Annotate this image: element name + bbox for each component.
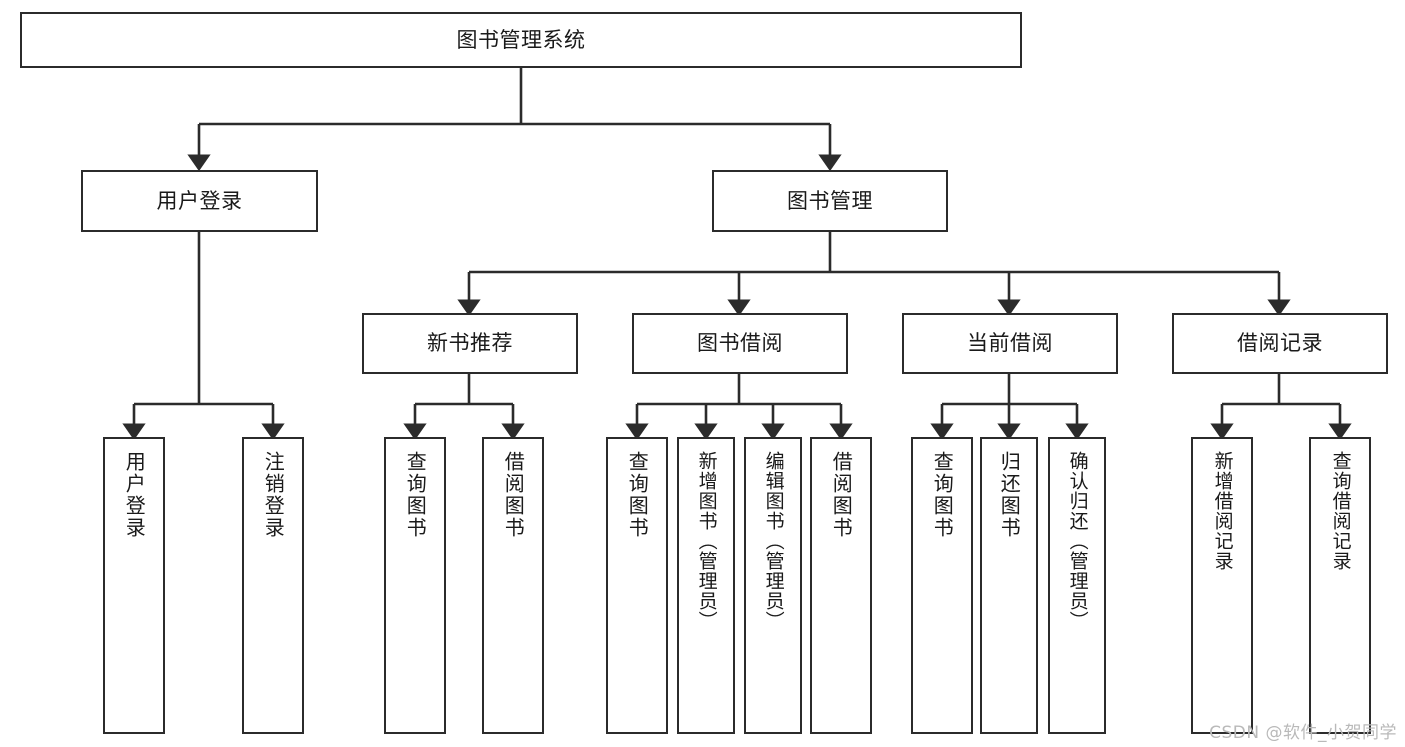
leaf-borrow-add-book-admin[interactable]: 新增图书（管理员） bbox=[677, 437, 735, 734]
watermark-text: CSDN @软件_小贺同学 bbox=[1209, 723, 1397, 743]
leaf-current-return-book[interactable]: 归还图书 bbox=[980, 437, 1038, 734]
leaf-recommend-borrow-book[interactable]: 借阅图书 bbox=[482, 437, 544, 734]
leaf-record-query-record[interactable]: 查询借阅记录 bbox=[1309, 437, 1371, 734]
node-label: 图书管理 bbox=[787, 188, 873, 213]
node-borrow-record[interactable]: 借阅记录 bbox=[1172, 313, 1388, 374]
node-new-book-recommend[interactable]: 新书推荐 bbox=[362, 313, 578, 374]
leaf-user-login-login[interactable]: 用户登录 bbox=[103, 437, 165, 734]
node-label: 借阅图书 bbox=[501, 451, 526, 539]
node-root-system[interactable]: 图书管理系统 bbox=[20, 12, 1022, 68]
node-label: 借阅记录 bbox=[1237, 331, 1323, 356]
leaf-recommend-query-book[interactable]: 查询图书 bbox=[384, 437, 446, 734]
node-label: 用户登录 bbox=[156, 188, 243, 213]
leaf-record-add-record[interactable]: 新增借阅记录 bbox=[1191, 437, 1253, 734]
node-label: 新书推荐 bbox=[427, 331, 513, 356]
node-label: 图书借阅 bbox=[697, 331, 783, 356]
node-label: 图书管理系统 bbox=[456, 27, 586, 52]
leaf-borrow-edit-book-admin[interactable]: 编辑图书（管理员） bbox=[744, 437, 802, 734]
node-label: 借阅图书 bbox=[829, 451, 854, 539]
node-label: 确认归还（管理员） bbox=[1066, 451, 1089, 631]
leaf-current-confirm-return-admin[interactable]: 确认归还（管理员） bbox=[1048, 437, 1106, 734]
node-label: 归还图书 bbox=[997, 451, 1022, 539]
node-label: 查询图书 bbox=[625, 451, 650, 539]
node-label: 新增图书（管理员） bbox=[695, 451, 718, 631]
node-book-borrow[interactable]: 图书借阅 bbox=[632, 313, 848, 374]
leaf-borrow-borrow-book[interactable]: 借阅图书 bbox=[810, 437, 872, 734]
node-book-management[interactable]: 图书管理 bbox=[712, 170, 948, 232]
node-label: 查询借阅记录 bbox=[1329, 451, 1352, 571]
node-label: 查询图书 bbox=[930, 451, 955, 539]
node-label: 用户登录 bbox=[122, 451, 147, 539]
node-current-borrow[interactable]: 当前借阅 bbox=[902, 313, 1118, 374]
leaf-user-login-logout[interactable]: 注销登录 bbox=[242, 437, 304, 734]
node-user-login[interactable]: 用户登录 bbox=[81, 170, 318, 232]
node-label: 编辑图书（管理员） bbox=[762, 451, 785, 631]
node-label: 新增借阅记录 bbox=[1211, 451, 1234, 571]
node-label: 查询图书 bbox=[403, 451, 428, 539]
node-label: 注销登录 bbox=[261, 451, 286, 539]
leaf-borrow-query-book[interactable]: 查询图书 bbox=[606, 437, 668, 734]
node-label: 当前借阅 bbox=[967, 331, 1053, 356]
leaf-current-query-book[interactable]: 查询图书 bbox=[911, 437, 973, 734]
